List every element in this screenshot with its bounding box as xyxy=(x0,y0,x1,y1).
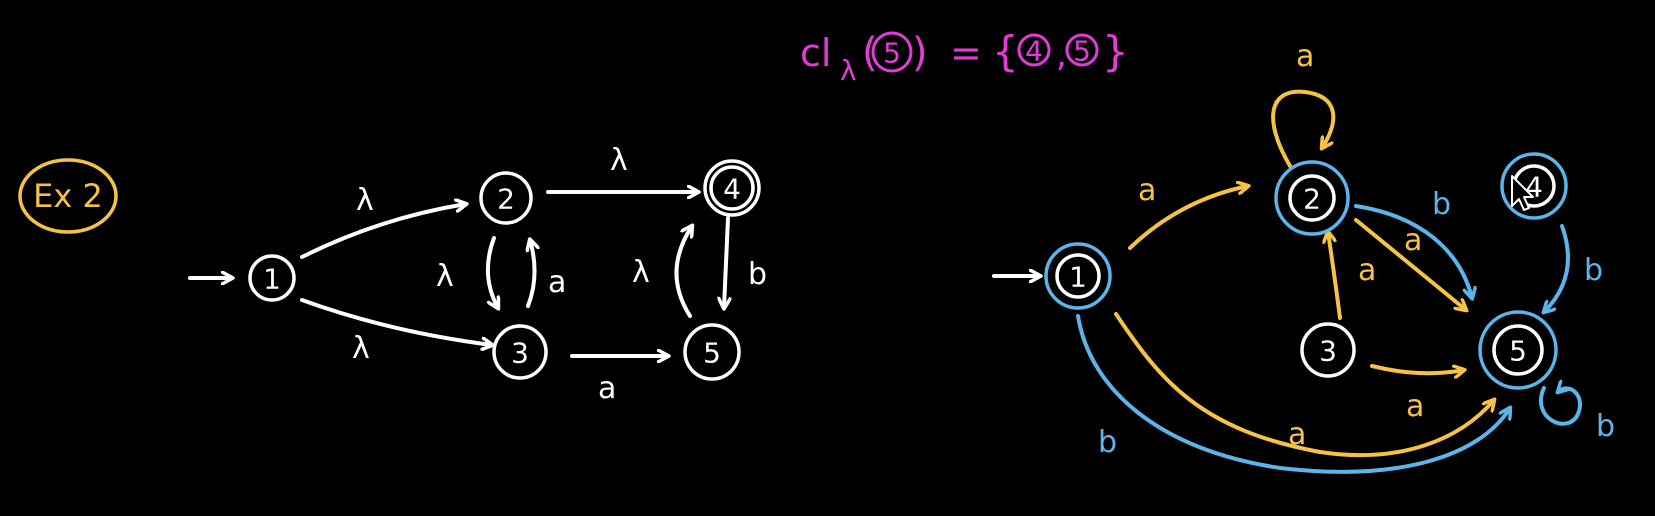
state-node-4: 4 xyxy=(703,159,761,217)
edge-5-4 xyxy=(674,226,692,318)
state-label: 3 xyxy=(511,337,529,370)
edge-5-5-loop xyxy=(1539,388,1582,426)
edge-label-2-5-b: b xyxy=(1432,187,1451,222)
edge-label-1-2: λ xyxy=(356,183,374,218)
mouse-pointer-icon xyxy=(1511,175,1534,211)
state-node-2: 2 xyxy=(479,171,533,225)
state-node-2: 2 xyxy=(1274,160,1350,236)
edge-label-1-5-a-lower: a xyxy=(1288,417,1306,452)
state-label: 1 xyxy=(263,263,281,296)
state-node-3: 3 xyxy=(1300,322,1356,378)
nfa-diagram: a a a a b b a a b b 1 2 3 4 xyxy=(992,39,1615,474)
edge-label-4-5: b xyxy=(748,257,767,292)
closure-arg: 5 xyxy=(883,37,901,70)
edge-3-2 xyxy=(528,240,535,308)
edge-label-1-5-a-upper: a xyxy=(1406,389,1424,424)
edge-2-5-b xyxy=(1354,204,1472,298)
state-label: 3 xyxy=(1319,335,1337,368)
closure-member-5-circle xyxy=(1065,33,1099,67)
example-label-circle xyxy=(18,158,118,234)
closure-formula: cl λ ( 5 ) = { 4 , 5 } xyxy=(800,27,1129,87)
edge-3-5 xyxy=(1370,364,1464,373)
closure-arg-circle xyxy=(871,31,913,73)
nfa-lambda-diagram: λ λ λ a λ a b λ 1 2 3 4 5 xyxy=(188,143,767,406)
state-node-1: 1 xyxy=(248,254,296,302)
state-node-3: 3 xyxy=(492,324,548,380)
edge-1-3 xyxy=(300,298,492,345)
edge-4-5 xyxy=(724,216,728,308)
state-label: 2 xyxy=(497,183,515,216)
example-label: Ex 2 xyxy=(18,158,118,234)
edge-label-2-4: λ xyxy=(610,143,628,178)
state-node-5: 5 xyxy=(1478,310,1558,390)
closure-close-brace: } xyxy=(1102,27,1129,76)
edge-label-5-5: b xyxy=(1596,409,1615,444)
edge-2-3 xyxy=(485,236,498,308)
closure-member-4: 4 xyxy=(1025,35,1043,68)
edge-label-3-2: a xyxy=(1358,253,1376,288)
edge-label-3-2: a xyxy=(548,265,566,300)
edge-2-5-a xyxy=(1354,218,1466,310)
state-label: 2 xyxy=(1303,183,1321,216)
edge-label-4-5: b xyxy=(1584,253,1603,288)
edge-3-2 xyxy=(1328,232,1342,320)
closure-close-paren: ) xyxy=(912,30,928,76)
edge-label-2-2: a xyxy=(1296,39,1314,74)
closure-comma: , xyxy=(1056,35,1067,75)
edge-2-2-loop xyxy=(1271,89,1336,168)
state-node-1: 1 xyxy=(1044,242,1112,310)
closure-open-paren: ( xyxy=(862,30,878,76)
state-label: 4 xyxy=(1525,171,1543,204)
closure-subscript: λ xyxy=(840,54,857,87)
edge-label-1-3: λ xyxy=(352,331,370,366)
edge-label-2-3: λ xyxy=(436,259,454,294)
closure-prefix: cl xyxy=(800,31,831,75)
example-label-text: Ex 2 xyxy=(33,177,103,215)
edge-1-5-b xyxy=(1076,314,1510,474)
edge-label-3-5: a xyxy=(598,371,616,406)
edge-1-5-a xyxy=(1114,312,1494,458)
closure-equals: = xyxy=(950,31,982,75)
edge-label-2-5-a: a xyxy=(1404,223,1422,258)
edge-1-2 xyxy=(1128,186,1248,250)
closure-member-4-circle xyxy=(1017,33,1051,67)
state-label: 5 xyxy=(703,337,721,370)
edge-4-5 xyxy=(1544,224,1570,312)
edge-label-5-4: λ xyxy=(632,255,650,290)
state-node-5: 5 xyxy=(683,323,741,381)
state-label: 5 xyxy=(1509,335,1527,368)
edge-label-1-5-b: b xyxy=(1098,425,1117,460)
state-label: 4 xyxy=(723,173,741,206)
closure-open-brace: { xyxy=(992,27,1019,76)
state-label: 1 xyxy=(1069,261,1087,294)
edge-label-1-2: a xyxy=(1138,173,1156,208)
closure-member-5: 5 xyxy=(1073,35,1091,68)
edge-1-2 xyxy=(300,204,466,259)
